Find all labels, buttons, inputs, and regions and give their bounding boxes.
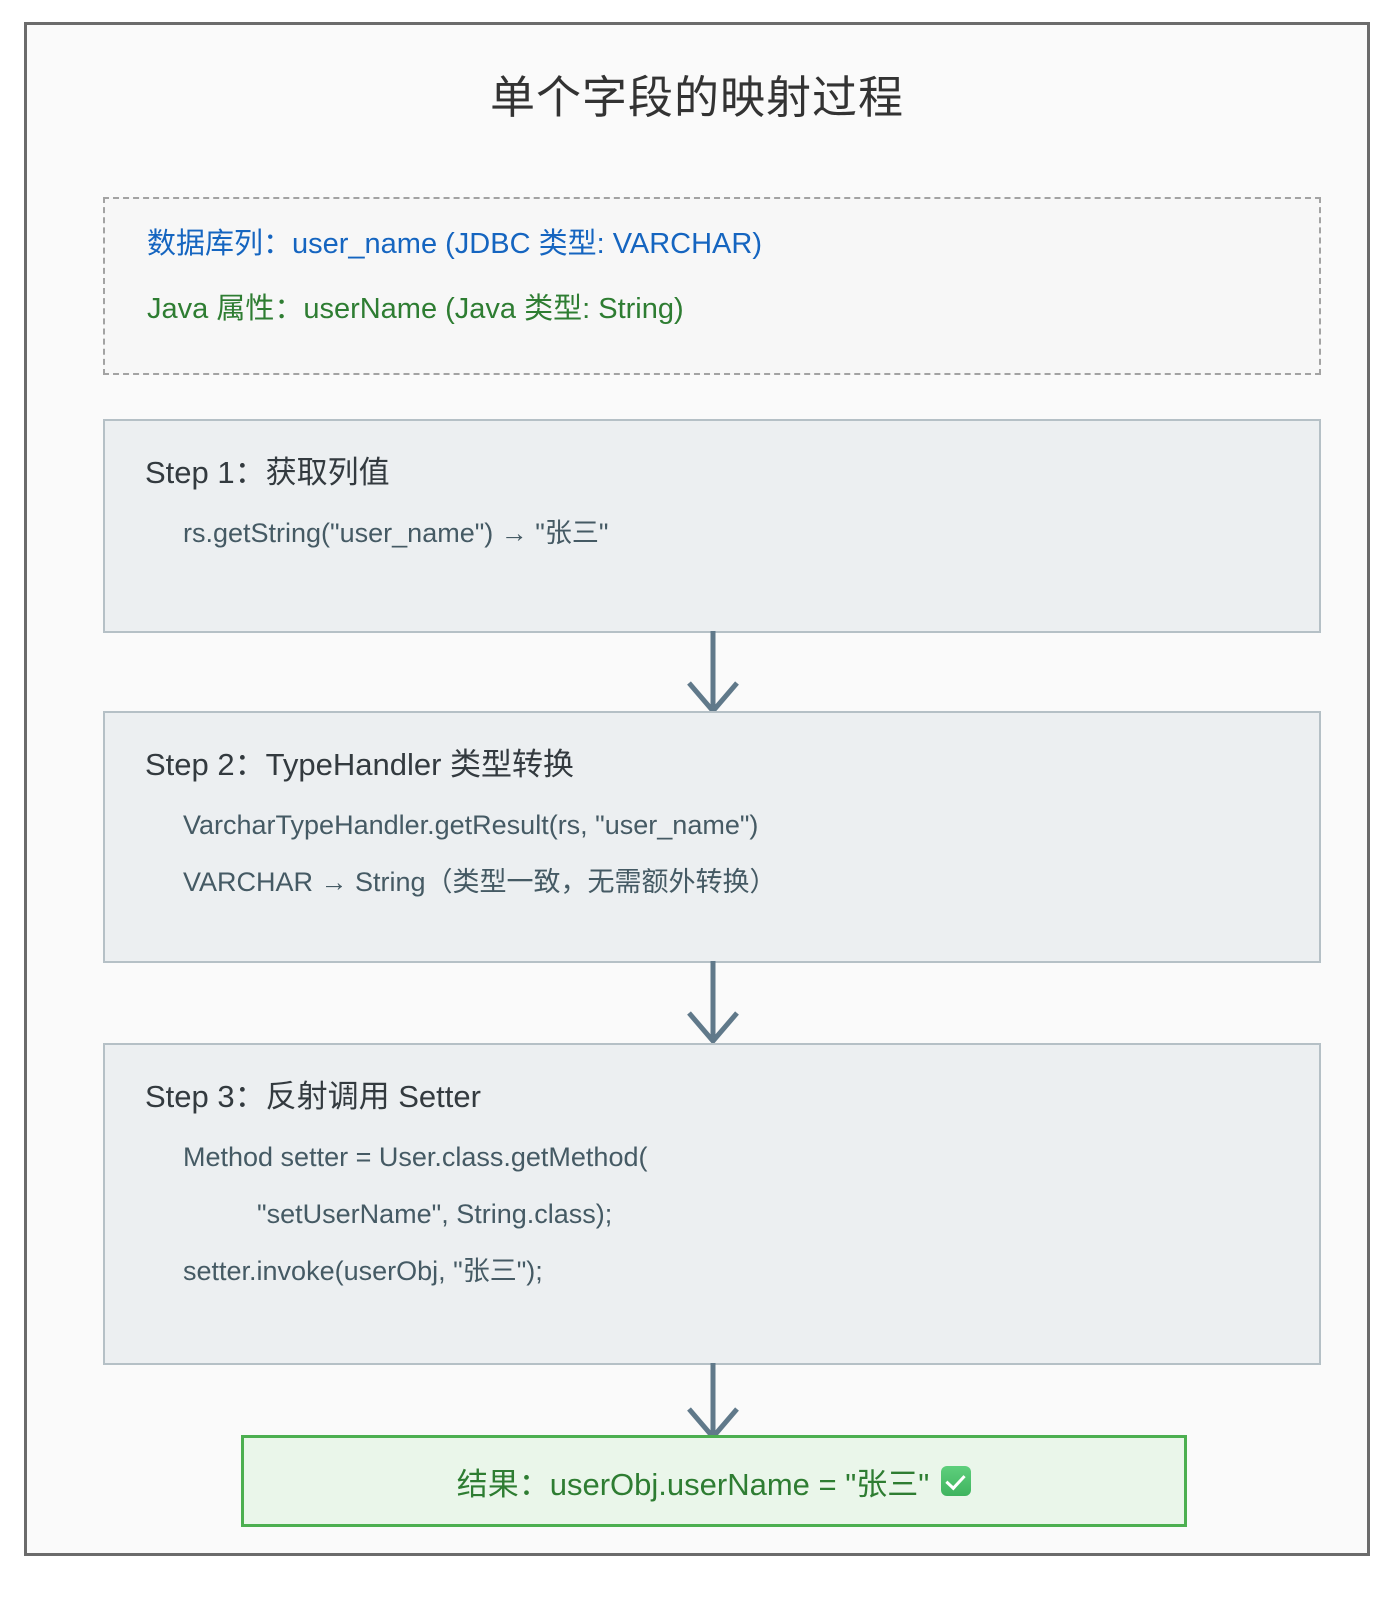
page-title: 单个字段的映射过程 [489,72,904,123]
result-label: 结果：userObj.userName = "张三" [456,1466,930,1502]
arrow-step2-to-step3 [687,961,739,1045]
step-3-title: Step 3：反射调用 Setter [145,1079,481,1114]
mapping-info-box: 数据库列：user_name (JDBC 类型: VARCHAR) Java 属… [103,197,1321,375]
step-1-box: Step 1：获取列值 rs.getString("user_name") → … [103,419,1321,633]
step-3-code-line-1: Method setter = User.class.getMethod( [183,1142,648,1172]
arrow-step3-to-result [687,1363,739,1441]
diagram-frame: 单个字段的映射过程 数据库列：user_name (JDBC 类型: VARCH… [24,22,1370,1556]
white-check-mark-icon [941,1466,972,1496]
step-1-title: Step 1：获取列值 [145,455,390,490]
step-2-code-line-1: VarcharTypeHandler.getResult(rs, "user_n… [183,810,759,840]
step-2-box: Step 2：TypeHandler 类型转换 VarcharTypeHandl… [103,711,1321,963]
step-1-code-line-1: rs.getString("user_name") → "张三" [183,518,609,548]
db-column-line: 数据库列：user_name (JDBC 类型: VARCHAR) [147,228,763,260]
arrow-step1-to-step2 [687,631,739,715]
step-3-box: Step 3：反射调用 Setter Method setter = User.… [103,1043,1321,1365]
step-2-code-line-2: VARCHAR → String（类型一致，无需额外转换） [183,867,777,898]
java-property-line: Java 属性：userName (Java 类型: String) [147,293,684,326]
step-3-code-line-3: setter.invoke(userObj, "张三"); [183,1256,543,1287]
result-box: 结果：userObj.userName = "张三" [241,1435,1187,1527]
step-3-code-line-2: "setUserName", String.class); [257,1199,613,1230]
step-2-title: Step 2：TypeHandler 类型转换 [145,747,575,782]
result-text-wrapper: 结果：userObj.userName = "张三" [457,1459,972,1504]
